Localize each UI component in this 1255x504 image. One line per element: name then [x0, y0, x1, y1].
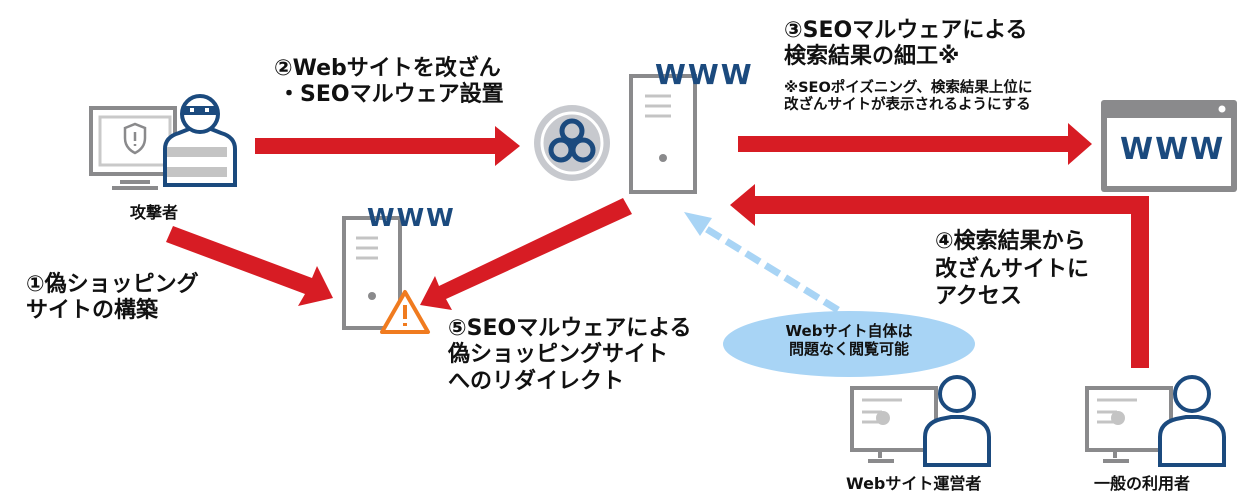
www-label-fake-server: WWW [367, 203, 456, 232]
arrow-step4 [730, 184, 1149, 368]
step3-line2: 検索結果の細工※ [784, 44, 960, 70]
step5-text: ⑤SEOマルウェアによる 偽ショッピングサイト へのリダイレクト [448, 316, 692, 395]
bubble-text: Webサイト自体は 問題なく閲覧可能 [724, 322, 974, 358]
step3-line1: ③SEOマルウェアによる [784, 18, 1028, 43]
bubble-line1: Webサイト自体は [785, 322, 913, 340]
arrow-step1 [166, 226, 333, 306]
arrow-step5 [420, 198, 632, 310]
step3-note-line2: 改ざんサイトが表示されるようにする [784, 97, 1031, 114]
operator-label: Webサイト運営者 [846, 474, 982, 493]
step4-line1: ④検索結果から [935, 229, 1086, 254]
warning-icon [380, 290, 430, 334]
step3-note: ※SEOポイズニング、検索結果上位に 改ざんサイトが表示されるようにする [784, 80, 1032, 115]
step2-text: ②Webサイトを改ざん ・SEOマルウェア設置 [274, 56, 504, 109]
arrow-step2 [255, 126, 520, 166]
dashed-arrow-access [684, 212, 840, 313]
step3-note-line1: ※SEOポイズニング、検索結果上位に [784, 80, 1033, 96]
legit-server-icon [629, 74, 697, 194]
attacker-icon [89, 94, 237, 190]
step1-line1: ①偽ショッピング [26, 272, 199, 297]
fake-server-icon [342, 216, 402, 330]
step1-line2: サイトの構築 [26, 298, 159, 324]
step2-line2: ・SEOマルウェア設置 [278, 82, 504, 108]
step1-text: ①偽ショッピング サイトの構築 [26, 272, 199, 325]
www-label-browser: WWW [1120, 132, 1226, 167]
note-bubble [723, 311, 975, 377]
step5-line3: へのリダイレクト [448, 368, 625, 394]
www-label-legit-server: WWW [655, 58, 754, 91]
user-label: 一般の利用者 [1094, 474, 1191, 493]
step4-line3: アクセス [935, 284, 1022, 309]
step4-text: ④検索結果から 改ざんサイトに アクセス [935, 228, 1089, 311]
step4-line2: 改ざんサイトに [935, 256, 1090, 282]
operator-icon [850, 375, 991, 467]
bubble-line2: 問題なく閲覧可能 [788, 340, 909, 358]
user-icon [1085, 375, 1226, 467]
step5-line2: 偽ショッピングサイト [448, 342, 669, 368]
step3-text: ③SEOマルウェアによる 検索結果の細工※ [784, 18, 1028, 71]
step5-line1: ⑤SEOマルウェアによる [448, 316, 692, 341]
arrow-step3 [738, 123, 1092, 165]
biohazard-icon [534, 105, 610, 181]
attacker-label: 攻撃者 [130, 203, 179, 222]
step2-line1: ②Webサイトを改ざん [274, 56, 501, 81]
search-result-browser-icon [1101, 100, 1237, 192]
